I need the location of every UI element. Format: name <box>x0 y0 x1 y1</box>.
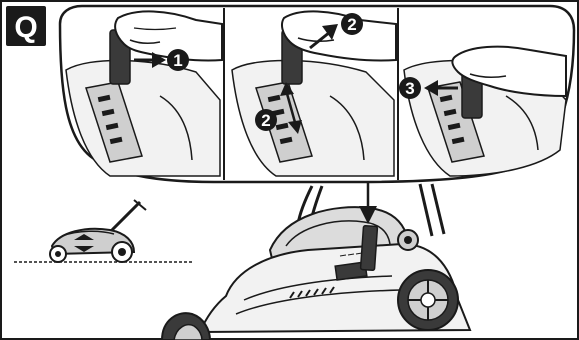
step-number-badge <box>167 49 189 71</box>
arrow-up-right-icon <box>322 24 338 40</box>
step-number: 1 <box>173 51 182 70</box>
step-number: 3 <box>405 79 414 98</box>
step-badge-q: Q <box>6 6 46 46</box>
badge-box <box>6 6 46 46</box>
panel-step-3: 3 <box>399 45 567 177</box>
step-number: 2 <box>347 15 356 34</box>
arrow-left-icon <box>424 80 438 96</box>
step-number-badge <box>399 77 421 99</box>
badge-letter: Q <box>14 11 37 44</box>
step-number-badge <box>341 13 363 35</box>
lawn-mower-height-adjust-icon <box>14 199 192 263</box>
arrow-right-icon <box>152 52 166 68</box>
lawn-mower-illustration <box>160 176 472 340</box>
panel-step-1: 1 <box>65 10 223 177</box>
step-number: 2 <box>261 111 270 130</box>
panel-step-2: 2 2 <box>231 10 397 177</box>
rear-wheel <box>397 269 459 331</box>
front-wheel <box>160 312 212 340</box>
step-number-badge <box>255 109 277 131</box>
